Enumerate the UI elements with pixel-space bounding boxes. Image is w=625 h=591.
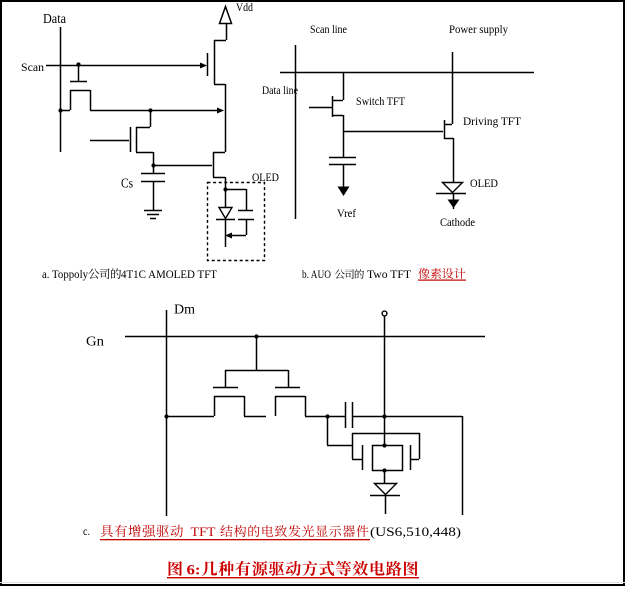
svg-text:Dm: Dm <box>174 302 196 317</box>
svg-text:4T1C AMOLED TFT: 4T1C AMOLED TFT <box>121 267 218 281</box>
svg-text:Cs: Cs <box>121 176 133 191</box>
svg-text:(US6,510,448): (US6,510,448) <box>370 524 461 539</box>
svg-text:6:: 6: <box>187 563 201 579</box>
svg-text:Cathode: Cathode <box>440 215 475 229</box>
svg-text:Data line: Data line <box>262 83 298 97</box>
svg-text:TFT: TFT <box>191 524 216 539</box>
svg-text:Power supply: Power supply <box>449 22 508 36</box>
svg-text:OLED: OLED <box>470 176 498 190</box>
svg-text:b. AUO: b. AUO <box>302 267 331 281</box>
svg-text:Driving TFT: Driving TFT <box>463 114 522 128</box>
svg-text:OLED: OLED <box>252 170 279 184</box>
svg-text:a. Toppoly: a. Toppoly <box>42 267 88 281</box>
svg-text:c.: c. <box>83 524 90 538</box>
svg-text:Scan: Scan <box>21 60 44 74</box>
svg-text:Two TFT: Two TFT <box>367 267 412 281</box>
svg-text:Scan line: Scan line <box>310 22 347 36</box>
svg-text:Gn: Gn <box>86 334 104 349</box>
svg-text:Vref: Vref <box>337 206 356 220</box>
svg-text:Data: Data <box>43 12 67 27</box>
svg-text:Switch TFT: Switch TFT <box>356 94 406 108</box>
svg-text:Vdd: Vdd <box>236 0 253 14</box>
